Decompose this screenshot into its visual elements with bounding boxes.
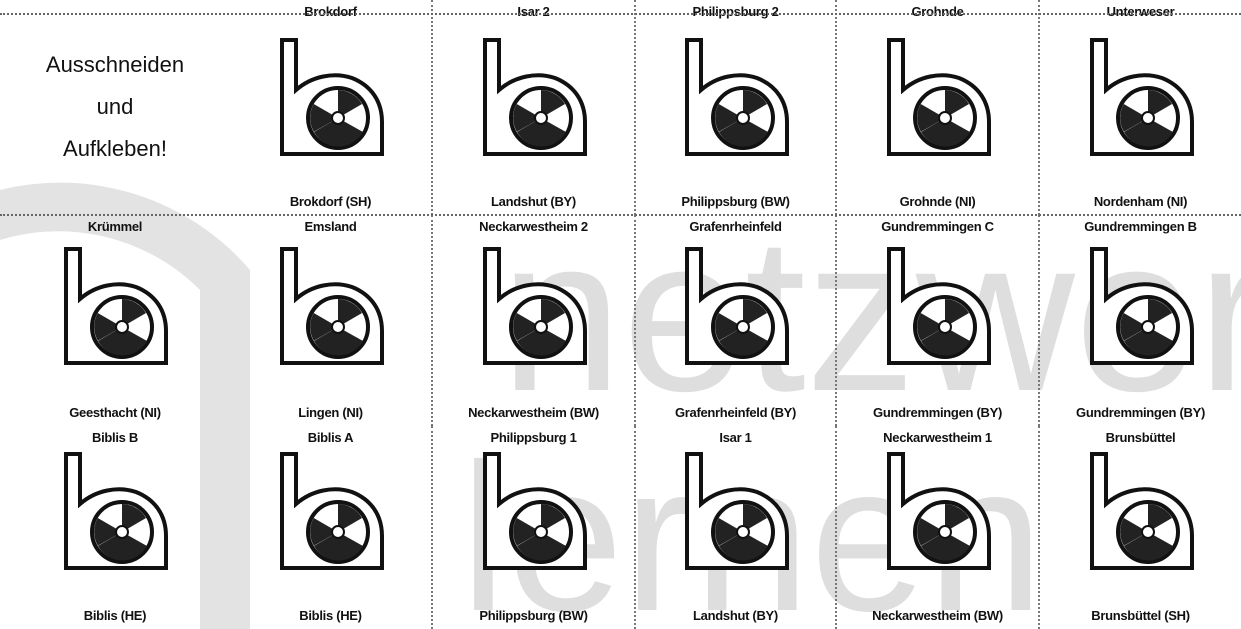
- plant-name-label: Neckarwestheim 2: [479, 219, 588, 234]
- plant-location-label: Lingen (NI): [298, 405, 363, 420]
- separator-row1: [0, 214, 1241, 216]
- plant-card[interactable]: Krümmel Geesthacht (NI): [0, 215, 230, 426]
- nuclear-plant-logo-icon: [886, 38, 991, 156]
- plant-name-label: Isar 1: [719, 430, 752, 445]
- nuclear-plant-logo-icon: [279, 247, 384, 365]
- plant-card[interactable]: Unterweser Nordenham (NI): [1038, 0, 1241, 215]
- nuclear-plant-logo-icon: [279, 452, 384, 570]
- nuclear-plant-logo-icon: [886, 247, 991, 365]
- plant-location-label: Nordenham (NI): [1093, 194, 1188, 209]
- plant-card[interactable]: Gundremmingen B Gundremmingen (BY): [1038, 215, 1241, 426]
- plant-name-label: Unterweser: [1106, 4, 1175, 19]
- plant-card[interactable]: Grafenrheinfeld Grafenrheinfeld (BY): [634, 215, 835, 426]
- plant-card[interactable]: Neckarwestheim 2 Neckarwestheim (BW): [431, 215, 634, 426]
- plant-location-label: Biblis (HE): [299, 608, 362, 623]
- instruction-text: Ausschneiden und Aufkleben!: [45, 52, 185, 161]
- plant-location-label: Philippsburg (BW): [479, 608, 588, 623]
- plant-location-label: Neckarwestheim (BW): [468, 405, 599, 420]
- plant-location-label: Landshut (BY): [693, 608, 778, 623]
- plant-name-label: Brunsbüttel: [1105, 430, 1176, 445]
- plant-name-label: Emsland: [304, 219, 357, 234]
- plant-name-label: Grohnde: [911, 4, 964, 19]
- plant-name-label: Brokdorf: [304, 4, 357, 19]
- instruction-cell: Ausschneiden und Aufkleben!: [0, 0, 230, 215]
- plant-card[interactable]: Biblis B Biblis (HE): [0, 426, 230, 629]
- nuclear-plant-logo-icon: [482, 38, 587, 156]
- nuclear-plant-logo-icon: [684, 452, 789, 570]
- plant-location-label: Grafenrheinfeld (BY): [674, 405, 797, 420]
- plant-location-label: Biblis (HE): [83, 608, 147, 623]
- plant-location-label: Grohnde (NI): [899, 194, 976, 209]
- plant-card[interactable]: Neckarwestheim 1 Neckarwestheim (BW): [835, 426, 1038, 629]
- plant-card[interactable]: Gundremmingen C Gundremmingen (BY): [835, 215, 1038, 426]
- nuclear-plant-logo-icon: [64, 247, 168, 365]
- plant-name-label: Grafenrheinfeld: [689, 219, 782, 234]
- plant-name-label: Isar 2: [517, 4, 550, 19]
- plant-name-label: Gundremmingen C: [881, 219, 994, 234]
- plant-name-label: Philippsburg 2: [692, 4, 779, 19]
- plant-card[interactable]: Philippsburg 1 Philippsburg (BW): [431, 426, 634, 629]
- nuclear-plant-logo-icon: [1089, 452, 1194, 570]
- plant-location-label: Brokdorf (SH): [289, 194, 372, 209]
- plant-location-label: Neckarwestheim (BW): [872, 608, 1003, 623]
- separator-top: [0, 13, 1241, 15]
- plant-location-label: Gundremmingen (BY): [873, 405, 1002, 420]
- plant-location-label: Brunsbüttel (SH): [1091, 608, 1190, 623]
- nuclear-plant-logo-icon: [684, 38, 789, 156]
- plant-card[interactable]: Biblis A Biblis (HE): [230, 426, 431, 629]
- plant-name-label: Neckarwestheim 1: [883, 430, 992, 445]
- nuclear-plant-logo-icon: [886, 452, 991, 570]
- nuclear-plant-logo-icon: [1089, 38, 1194, 156]
- plant-location-label: Landshut (BY): [491, 194, 576, 209]
- nuclear-plant-logo-icon: [279, 38, 384, 156]
- plant-name-label: Philippsburg 1: [490, 430, 577, 445]
- plant-name-label: Krümmel: [87, 219, 143, 234]
- nuclear-plant-logo-icon: [482, 452, 587, 570]
- plant-location-label: Gundremmingen (BY): [1076, 405, 1205, 420]
- plant-card[interactable]: Emsland Lingen (NI): [230, 215, 431, 426]
- plant-location-label: Philippsburg (BW): [681, 194, 790, 209]
- plant-card[interactable]: Isar 1 Landshut (BY): [634, 426, 835, 629]
- nuclear-plant-logo-icon: [482, 247, 587, 365]
- plant-card[interactable]: Grohnde Grohnde (NI): [835, 0, 1038, 215]
- plant-location-label: Geesthacht (NI): [69, 405, 161, 420]
- plant-name-label: Biblis A: [307, 430, 354, 445]
- nuclear-plant-logo-icon: [64, 452, 168, 570]
- plant-card[interactable]: Brokdorf Brokdorf (SH): [230, 0, 431, 215]
- nuclear-plant-logo-icon: [684, 247, 789, 365]
- plant-name-label: Biblis B: [92, 430, 138, 445]
- plant-name-label: Gundremmingen B: [1084, 219, 1197, 234]
- plant-card[interactable]: Philippsburg 2 Philippsburg (BW): [634, 0, 835, 215]
- plant-card[interactable]: Brunsbüttel Brunsbüttel (SH): [1038, 426, 1241, 629]
- watermark-arc: [0, 182, 250, 629]
- nuclear-plant-logo-icon: [1089, 247, 1194, 365]
- plant-card[interactable]: Isar 2 Landshut (BY): [431, 0, 634, 215]
